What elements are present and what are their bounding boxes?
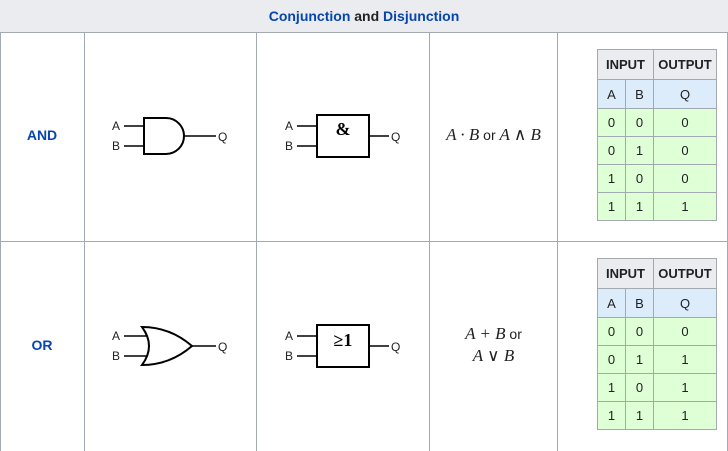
table-cell: 0 [653,164,717,193]
table-cell: 0 [653,317,717,346]
expression-or: or [479,127,500,143]
table-cell: 0 [597,108,626,137]
pin-label-q: Q [391,340,400,354]
table-cell: 0 [625,164,654,193]
iec-symbol: ≥1 [334,330,353,350]
title-join: and [350,8,384,24]
subheader-q: Q [653,288,717,318]
table-cell: 1 [597,401,626,430]
col-divider [0,32,1,451]
subheader-a: A [597,79,626,109]
table-cell: 1 [653,373,717,402]
table-cell: 1 [625,192,654,221]
pin-label-a: A [285,119,293,133]
table-cell: 0 [625,317,654,346]
table-cell: 0 [653,136,717,165]
row-divider [0,241,728,242]
table-cell: 0 [597,136,626,165]
title-link-conjunction[interactable]: Conjunction [268,8,351,24]
table-cell: 1 [597,192,626,221]
expression-right: A ∧ B [499,125,541,144]
pin-label-b: B [112,139,120,153]
boolean-expression-or: A + B or A ∨ B [430,323,557,367]
table-cell: 0 [597,317,626,346]
pin-label-q: Q [218,130,227,144]
and-gate-ansi-icon: A B Q [108,112,236,160]
table-cell: 1 [653,192,717,221]
header-input: INPUT [597,49,654,80]
subheader-a: A [597,288,626,318]
table-cell: 1 [625,345,654,374]
header-input: INPUT [597,258,654,289]
row-header-and[interactable]: AND [26,127,58,143]
pin-label-b: B [285,349,293,363]
pin-label-a: A [112,119,120,133]
or-gate-ansi-icon: A B Q [108,322,236,370]
row-header-or[interactable]: OR [31,337,53,353]
table-cell: 1 [597,373,626,402]
title-link-disjunction[interactable]: Disjunction [383,8,460,24]
table-cell: 1 [597,164,626,193]
and-gate-iec-icon: A B & Q [281,112,409,160]
pin-label-q: Q [391,130,400,144]
table-cell: 0 [653,108,717,137]
table-cell: 0 [597,345,626,374]
header-output: OUTPUT [653,258,717,289]
col-divider [429,32,430,451]
expression-left: A + B [465,324,506,343]
pin-label-a: A [285,329,293,343]
table-cell: 0 [625,373,654,402]
col-divider [256,32,257,451]
pin-label-b: B [285,139,293,153]
subheader-b: B [625,79,654,109]
boolean-expression-and: A · B or A ∧ B [430,125,557,145]
expression-left: A · B [446,125,480,144]
table-cell: 0 [625,108,654,137]
table-cell: 1 [653,401,717,430]
table-cell: 1 [625,136,654,165]
header-output: OUTPUT [653,49,717,80]
expression-or: or [505,326,522,342]
table-cell: 1 [625,401,654,430]
table-cell: 1 [653,345,717,374]
subheader-b: B [625,288,654,318]
pin-label-b: B [112,349,120,363]
subheader-q: Q [653,79,717,109]
table-title: Conjunction and Disjunction [0,0,728,33]
pin-label-a: A [112,329,120,343]
col-divider [557,32,558,451]
col-divider [84,32,85,451]
iec-symbol: & [336,119,351,139]
expression-right: A ∨ B [472,346,515,365]
or-gate-iec-icon: A B ≥1 Q [281,322,409,370]
pin-label-q: Q [218,340,227,354]
